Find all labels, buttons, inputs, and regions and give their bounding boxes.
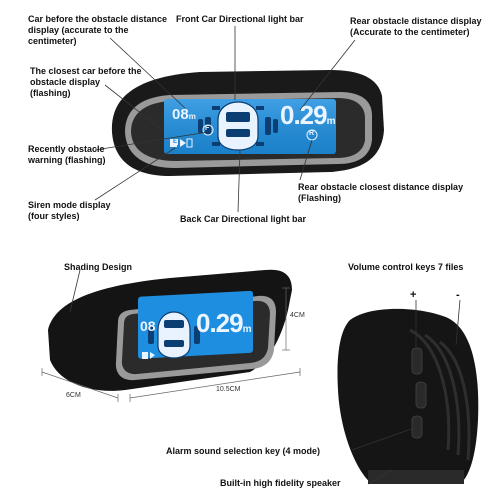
- bottom-front-value: 08: [140, 318, 156, 334]
- label-shading-design: Shading Design: [64, 262, 133, 272]
- label-closest-car-flashing: The closest car before the obstacle disp…: [30, 66, 142, 98]
- label-rear-closest-flashing: Rear obstacle closest distance display (…: [298, 182, 464, 203]
- dimension-lines: [41, 287, 301, 402]
- side-leader-lines: [351, 299, 461, 485]
- label-speaker: Built-in high fidelity speaker: [220, 478, 341, 488]
- top-rear-value: 0.29m: [280, 100, 336, 130]
- top-device: [111, 70, 384, 176]
- top-front-badge: F: [205, 125, 210, 132]
- label-volume-keys: Volume control keys 7 files: [348, 262, 464, 272]
- top-right-light-bar: [265, 117, 278, 135]
- label-back-light-bar: Back Car Directional light bar: [180, 214, 307, 224]
- volume-minus-key: [415, 381, 427, 409]
- top-left-light-bar: [198, 117, 211, 135]
- alarm-select-key: [411, 415, 423, 439]
- top-front-value: 08m: [172, 106, 196, 123]
- top-rear-badge: R: [309, 130, 315, 137]
- label-siren-mode: Siren mode display (four styles): [28, 200, 111, 221]
- label-recent-warning: Recently obstacle warning (flashing): [28, 144, 106, 165]
- top-leader-lines: [94, 26, 356, 213]
- label-car-before-distance: Car before the obstacle distance display…: [28, 14, 168, 46]
- front-badge-circle: [202, 124, 214, 136]
- dim-width: 10.5CM: [216, 386, 241, 393]
- label-plus: +: [410, 289, 417, 301]
- bottom-rear-value: 0.29m: [196, 308, 252, 338]
- side-view-device: [337, 308, 479, 484]
- label-alarm-key: Alarm sound selection key (4 mode): [166, 446, 321, 456]
- volume-plus-key: [411, 347, 423, 375]
- bottom-car-icon: [157, 311, 191, 359]
- top-small-badge: E: [172, 139, 179, 145]
- label-minus: -: [456, 289, 460, 301]
- shading-leader: [69, 269, 81, 313]
- dim-depth: 6CM: [66, 392, 81, 399]
- dim-height: 4CM: [290, 312, 305, 319]
- label-rear-distance: Rear obstacle distance display (Accurate…: [350, 16, 482, 37]
- label-front-light-bar: Front Car Directional light bar: [176, 14, 304, 24]
- bottom-device: [48, 269, 292, 391]
- top-car-icon: [212, 101, 264, 151]
